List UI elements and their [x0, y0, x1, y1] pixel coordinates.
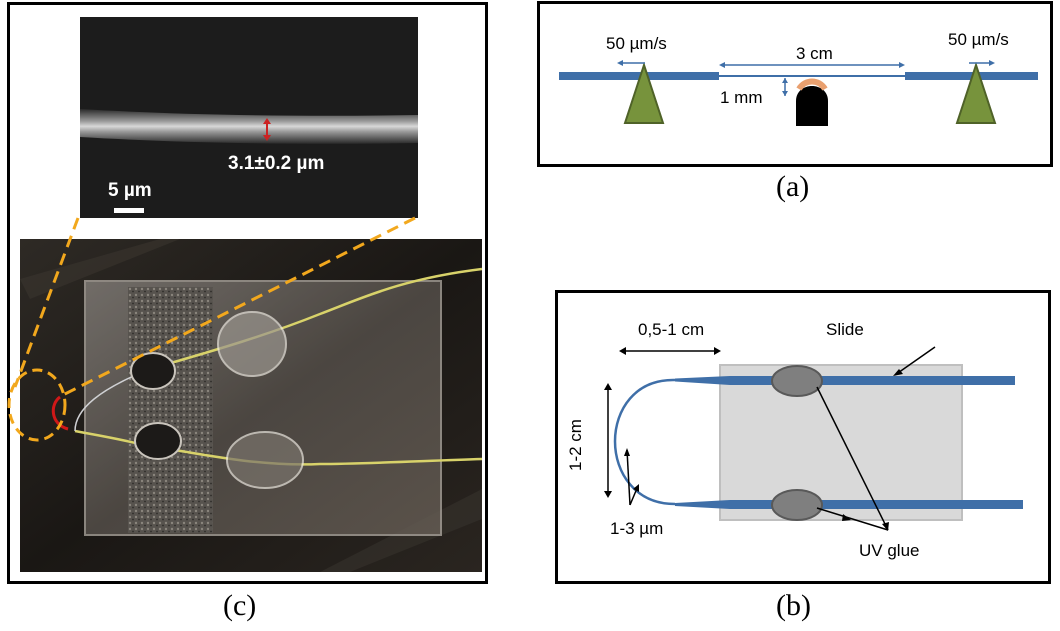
scale-bar [114, 208, 144, 213]
span-label: 3 cm [796, 44, 833, 63]
heater [796, 86, 828, 126]
nanofiber [80, 109, 418, 144]
caption-c: (c) [223, 589, 257, 622]
glue-drop [217, 311, 287, 377]
glue-pointer-top [816, 386, 889, 531]
wedge-right [955, 61, 997, 124]
glue-drop [130, 352, 176, 390]
fiber-loop [613, 378, 676, 506]
scale-bar-label: 5 µm [108, 180, 152, 201]
fiber-left [559, 72, 719, 80]
left-speed-label: 50 µm/s [606, 34, 667, 53]
glue-label: UV glue [859, 541, 920, 560]
tip-diameter-label: 1-3 µm [610, 519, 664, 538]
glue-top [771, 365, 823, 397]
slide [719, 364, 963, 521]
glue-bottom [771, 489, 823, 521]
right-speed-label: 50 µm/s [948, 30, 1009, 49]
caption-a: (a) [776, 170, 810, 203]
fiber-top [730, 376, 1015, 385]
panel-a: 50 µm/s 50 µm/s 3 cm 1 mm [537, 1, 1053, 167]
glue-drop [134, 422, 182, 460]
loop-height-label: 1-2 cm [566, 419, 585, 471]
sem-diameter-label: 3.1±0.2 µm [228, 153, 325, 174]
panel-a-diagram [559, 60, 1038, 126]
fiber-bottom [730, 500, 1023, 509]
tip-pointer [626, 449, 631, 506]
panel-c: 3.1±0.2 µm 5 µm [7, 2, 488, 584]
bend-width-label: 0,5-1 cm [638, 320, 705, 339]
panel-b-diagram [604, 346, 1023, 531]
wedge-left [623, 61, 665, 124]
device-photo [20, 239, 482, 572]
device-photo-graphic [20, 239, 482, 572]
panel-b: 0,5-1 cm Slide 1-2 cm 1-3 µm UV glue [555, 290, 1051, 584]
glue-drop [226, 431, 304, 489]
rough-strip [128, 287, 213, 533]
height-label: 1 mm [720, 88, 763, 107]
heater-flame [796, 78, 828, 91]
slide-label: Slide [826, 320, 864, 339]
caption-b: (b) [776, 589, 811, 622]
glue-pointer-bottom [816, 507, 889, 531]
sem-image: 3.1±0.2 µm 5 µm [80, 17, 418, 218]
sem-nanofiber-graphic [80, 17, 418, 218]
slide-pointer [894, 346, 936, 376]
